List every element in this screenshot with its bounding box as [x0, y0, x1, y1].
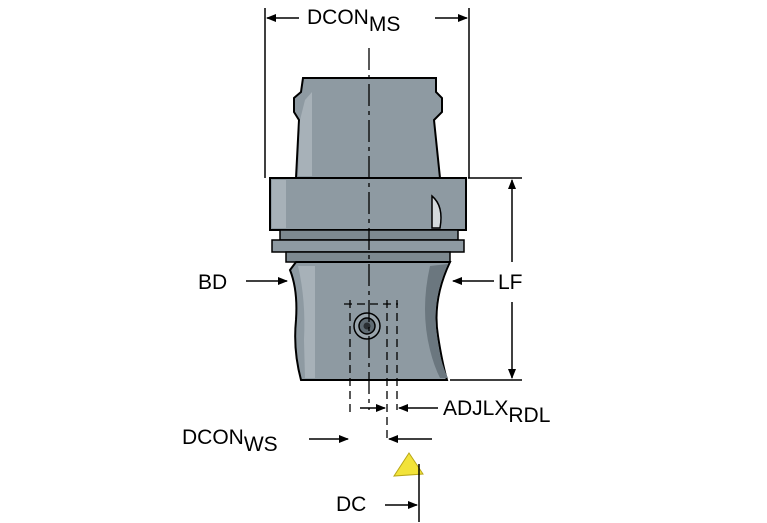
label-dcon-ms: DCONMS	[307, 6, 400, 35]
flange-notch	[431, 194, 442, 229]
label-bd: BD	[198, 271, 228, 294]
label-dc: DC	[336, 493, 367, 516]
label-dcon-ms-main: DCON	[307, 6, 369, 29]
label-adjlx-rdl-sub: RDL	[508, 404, 551, 427]
label-dcon-ms-sub: MS	[368, 13, 401, 36]
shank-body	[293, 77, 443, 179]
shank-highlight	[298, 92, 312, 176]
flange-highlight	[272, 180, 286, 228]
groove-ring-2	[271, 239, 465, 253]
label-adjlx-rdl: ADJLXRDL	[443, 397, 550, 426]
label-lf: LF	[498, 271, 523, 294]
label-dcon-ws-sub: WS	[243, 433, 278, 456]
label-dcon-ws-main: DCON	[182, 426, 244, 449]
dim-dcon-ms	[264, 8, 470, 178]
lower-body-shadow	[425, 264, 448, 378]
dim-dc	[385, 464, 420, 522]
label-dcon-ws: DCONWS	[182, 426, 278, 455]
dim-lf	[450, 177, 522, 381]
lower-body-highlight	[298, 266, 315, 378]
insert-tip	[393, 452, 424, 477]
hidden-lines	[344, 300, 398, 440]
label-adjlx-rdl-main: ADJLX	[443, 397, 509, 420]
groove-ring-3	[285, 251, 451, 263]
